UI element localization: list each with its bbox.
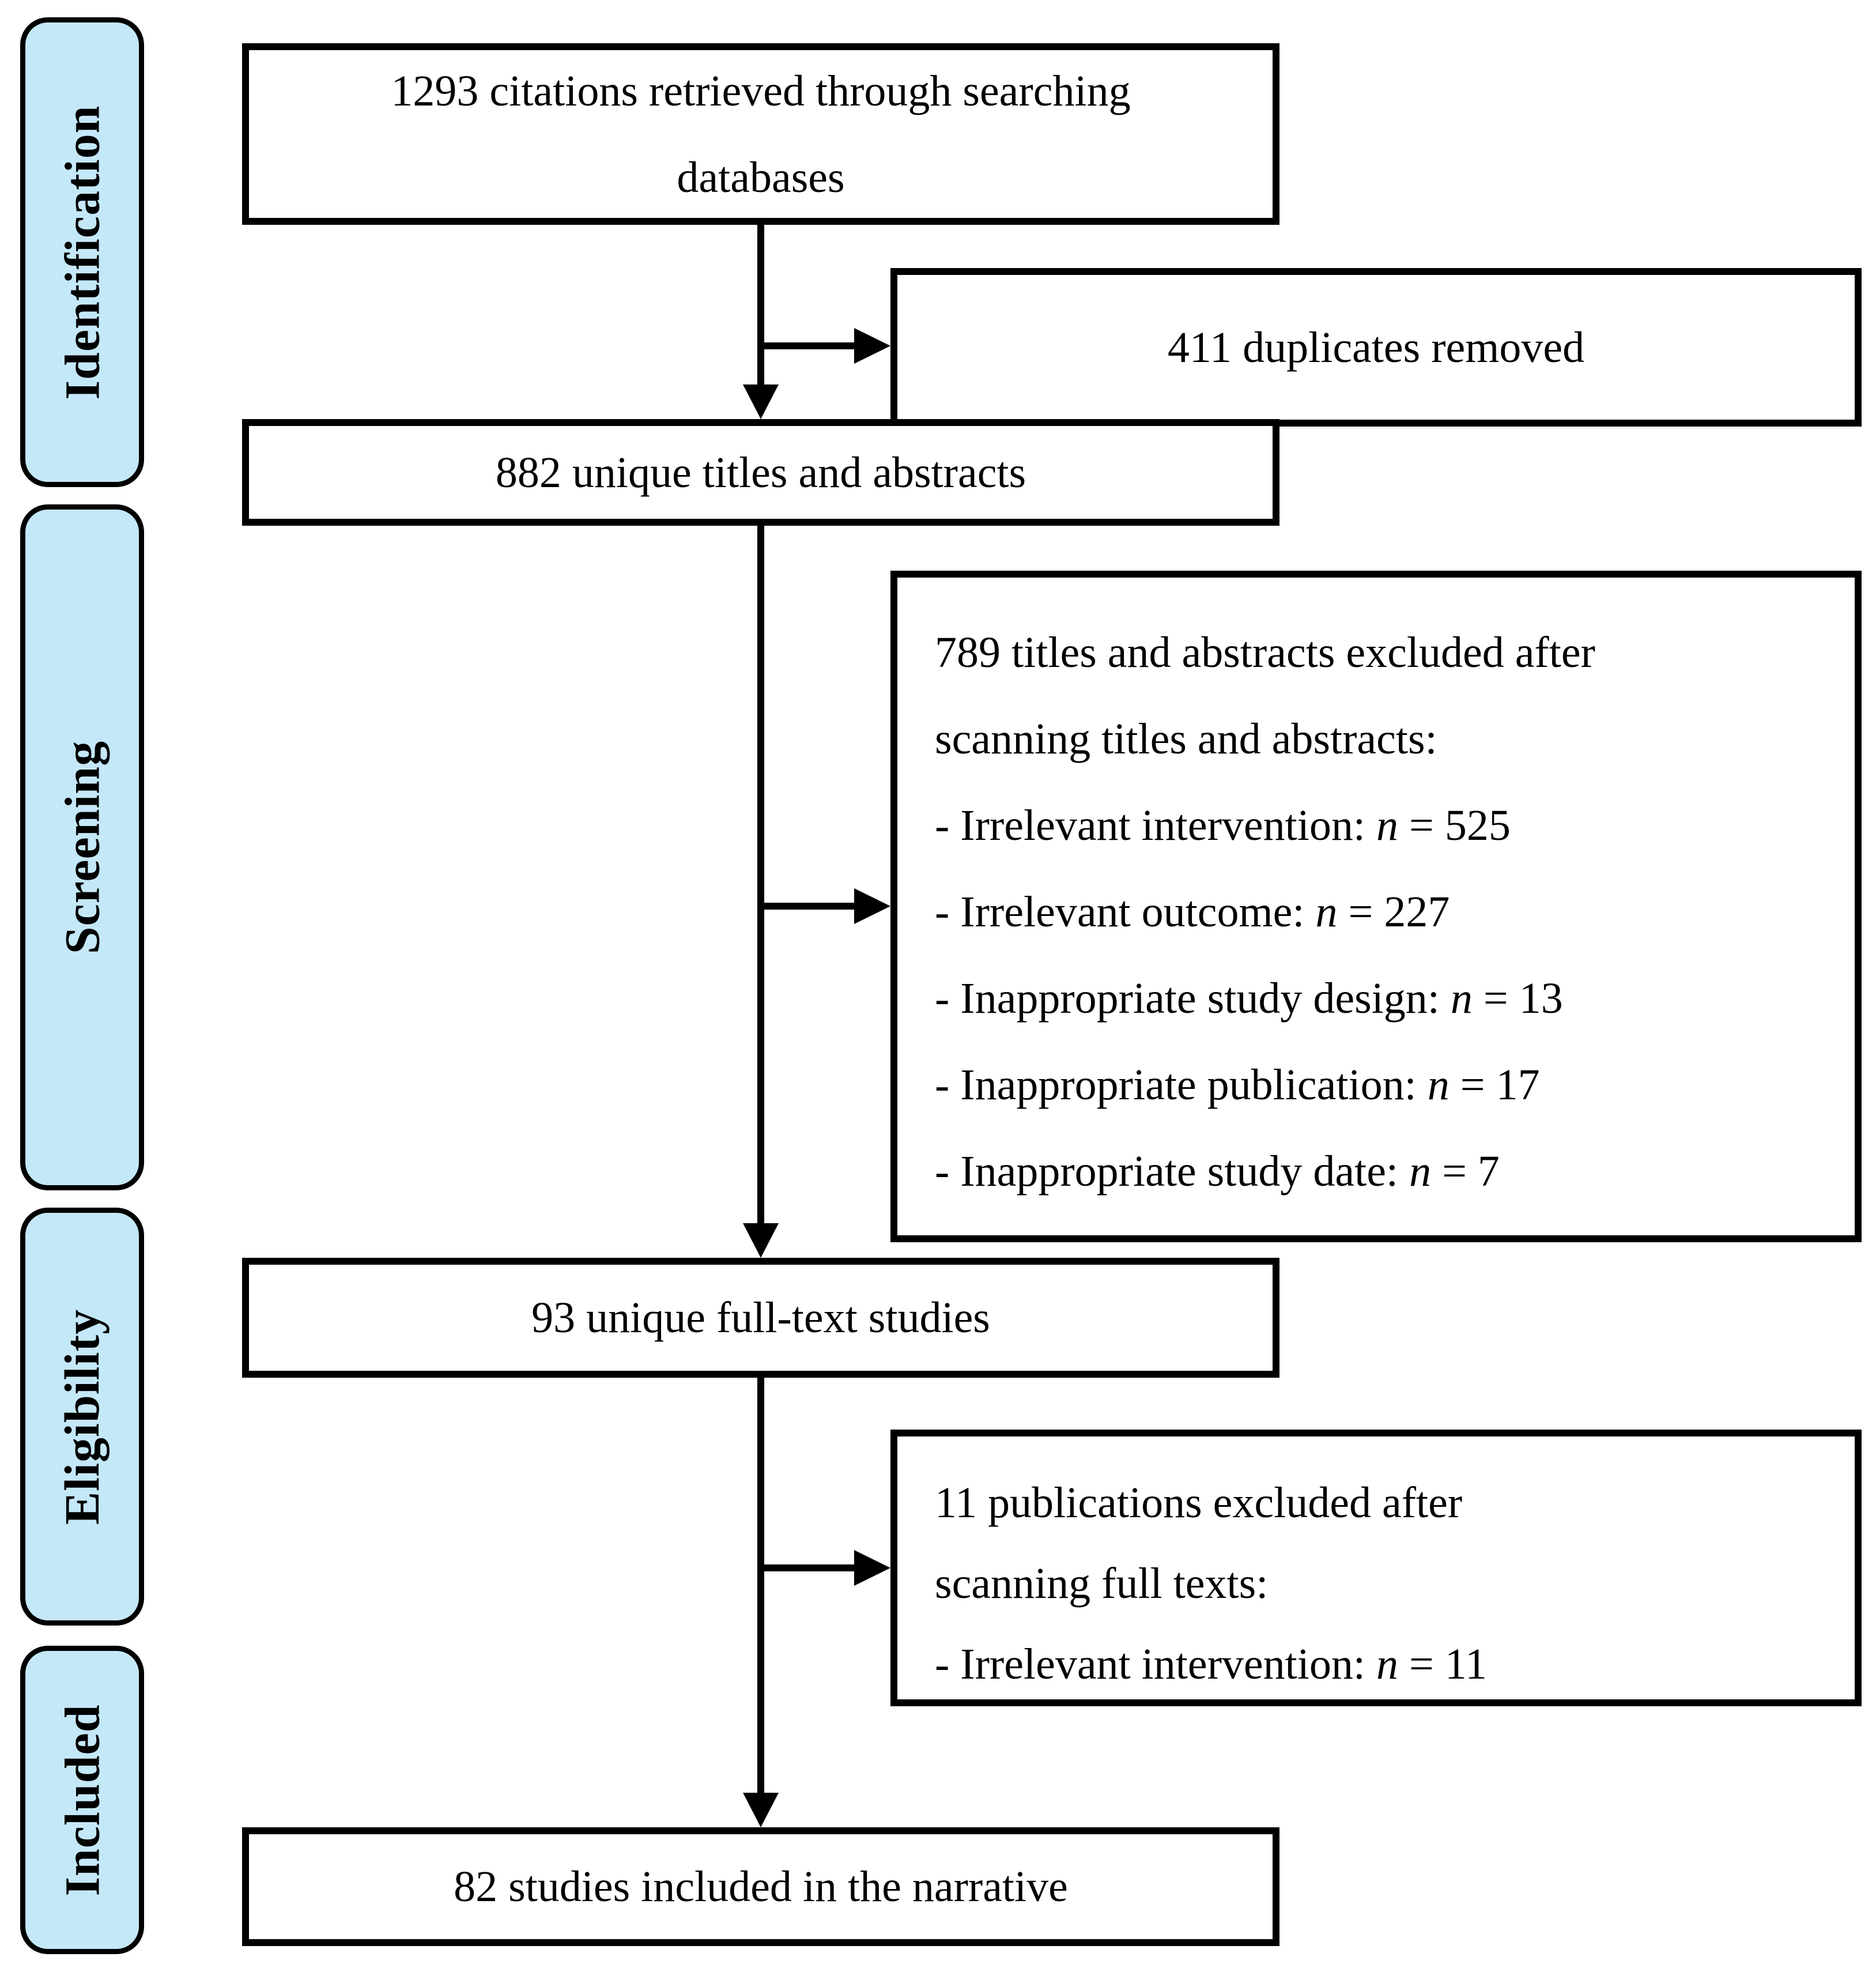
stage-identification-label: Identification [54,105,110,399]
stage-identification: Identification [20,17,144,487]
n-symbol: n [1409,1147,1432,1196]
unique-titles-text: 882 unique titles and abstracts [495,448,1026,497]
stage-included-label: Included [54,1703,110,1896]
arrowhead-right-icon [854,1550,890,1586]
n-symbol: n [1450,974,1473,1023]
titles-excluded-title-line1: 789 titles and abstracts excluded after [935,628,1595,677]
exclusion-reason-item: - Inappropriate study design: n = 13 [935,955,1832,1042]
citations-retrieved-box: 1293 citations retrieved through searchi… [242,43,1279,225]
citations-line1: 1293 citations retrieved through searchi… [391,66,1131,115]
citations-retrieved-text: 1293 citations retrieved through searchi… [391,48,1130,221]
reason-label: - Inappropriate publication: [935,1061,1428,1109]
connector-branch-duplicates [757,342,854,349]
reason-label: - Irrelevant intervention: [935,801,1377,850]
reason-label: - Inappropriate study date: [935,1147,1410,1196]
fulltext-studies-text: 93 unique full-text studies [531,1294,990,1342]
exclusion-reason-item: - Inappropriate study date: n = 7 [935,1128,1832,1215]
stage-eligibility-label: Eligibility [54,1309,110,1525]
n-symbol: n [1376,1640,1399,1688]
arrowhead-right-icon [854,888,890,924]
reason-label: - Irrelevant outcome: [935,888,1316,936]
unique-titles-box: 882 unique titles and abstracts [242,419,1279,526]
fulltext-excluded-box: 11 publications excluded after scanning … [890,1430,1862,1706]
exclusion-reason-item: - Irrelevant intervention: n = 525 [935,782,1832,869]
connector-titles-to-fulltext [757,526,764,1225]
stage-screening: Screening [20,504,144,1190]
connector-fulltext-to-included [757,1378,764,1794]
duplicates-removed-text: 411 duplicates removed [1167,323,1585,372]
reason-count: = 7 [1431,1147,1500,1196]
included-studies-box: 82 studies included in the narrative [242,1827,1279,1946]
fulltext-excluded-title-line1: 11 publications excluded after [935,1479,1463,1527]
n-symbol: n [1427,1061,1450,1109]
citations-line2: databases [677,153,845,202]
connector-citations-to-titles [757,225,764,386]
reason-count: = 11 [1398,1640,1488,1688]
reason-label: - Inappropriate study design: [935,974,1451,1023]
titles-excluded-title-line2: scanning titles and abstracts: [935,715,1437,763]
stage-eligibility: Eligibility [20,1208,144,1626]
reason-count: = 525 [1398,801,1511,850]
arrowhead-right-icon [854,328,890,364]
fulltext-studies-box: 93 unique full-text studies [242,1258,1279,1378]
reason-label: - Irrelevant intervention: [935,1640,1377,1688]
fulltext-excluded-title-line2: scanning full texts: [935,1559,1269,1608]
connector-branch-fulltext-excluded [757,1564,854,1571]
exclusion-reason-item: - Irrelevant outcome: n = 227 [935,869,1832,955]
arrowhead-down-icon [743,1223,779,1258]
exclusion-reason-item: - Inappropriate publication: n = 17 [935,1042,1832,1128]
stage-included: Included [20,1646,144,1954]
included-studies-text: 82 studies included in the narrative [454,1862,1068,1911]
stage-screening-label: Screening [54,740,110,955]
reason-count: = 227 [1337,888,1450,936]
connector-branch-titles-excluded [757,903,854,910]
duplicates-removed-box: 411 duplicates removed [890,268,1862,427]
reason-count: = 17 [1449,1061,1540,1109]
titles-excluded-box: 789 titles and abstracts excluded after … [890,571,1862,1242]
exclusion-reason-item: - Irrelevant intervention: n = 11 [935,1624,1832,1705]
n-symbol: n [1315,888,1338,936]
reason-count: = 13 [1472,974,1563,1023]
n-symbol: n [1376,801,1399,850]
arrowhead-down-icon [743,1793,779,1827]
arrowhead-down-icon [743,384,779,419]
